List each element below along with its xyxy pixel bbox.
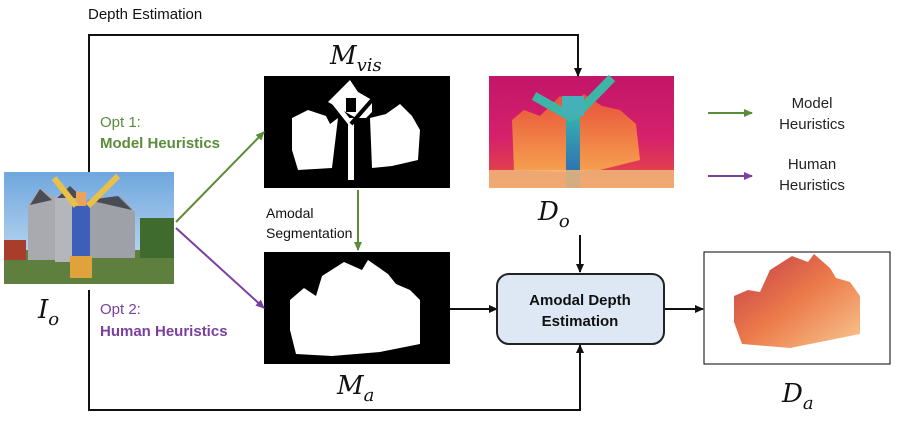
- amodal-depth-image: [703, 251, 891, 365]
- process-label-line2: Estimation: [542, 313, 619, 330]
- legend: Model Heuristics Human Heuristics: [708, 95, 845, 194]
- arrow-opt2-human: [175, 227, 265, 309]
- i-o-label: Io: [37, 295, 59, 330]
- bottom-path: [88, 290, 584, 411]
- amodal-depth-estimation-box: Amodal Depth Estimation: [496, 273, 665, 345]
- amodal-segmentation-label-line1: Amodal: [266, 205, 313, 221]
- legend-model-line1: Model: [792, 95, 833, 112]
- input-photo: [4, 172, 174, 284]
- amodal-mask-image: [264, 252, 450, 364]
- d-a-label: Da: [781, 379, 814, 414]
- process-label-line1: Amodal Depth: [529, 292, 631, 309]
- arrow-opt1-model: [175, 131, 265, 223]
- legend-model-line2: Heuristics: [779, 116, 845, 133]
- d-o-label: Do: [537, 197, 570, 232]
- opt2-name: Human Heuristics: [100, 323, 228, 340]
- legend-human-line1: Human: [788, 156, 836, 173]
- opt2-prefix: Opt 2:: [100, 301, 141, 318]
- depth-estimation-path: [88, 34, 582, 172]
- depth-map-image: [489, 74, 674, 188]
- opt1-prefix: Opt 1:: [100, 114, 141, 131]
- legend-human-line2: Heuristics: [779, 177, 845, 194]
- visible-mask-image: [264, 76, 450, 188]
- m-a-label: Ma: [336, 371, 374, 406]
- depth-estimation-label: Depth Estimation: [88, 6, 202, 23]
- m-vis-label: Mvis: [329, 41, 382, 76]
- opt1-name: Model Heuristics: [100, 135, 220, 152]
- amodal-segmentation-label-line2: Segmentation: [266, 225, 352, 241]
